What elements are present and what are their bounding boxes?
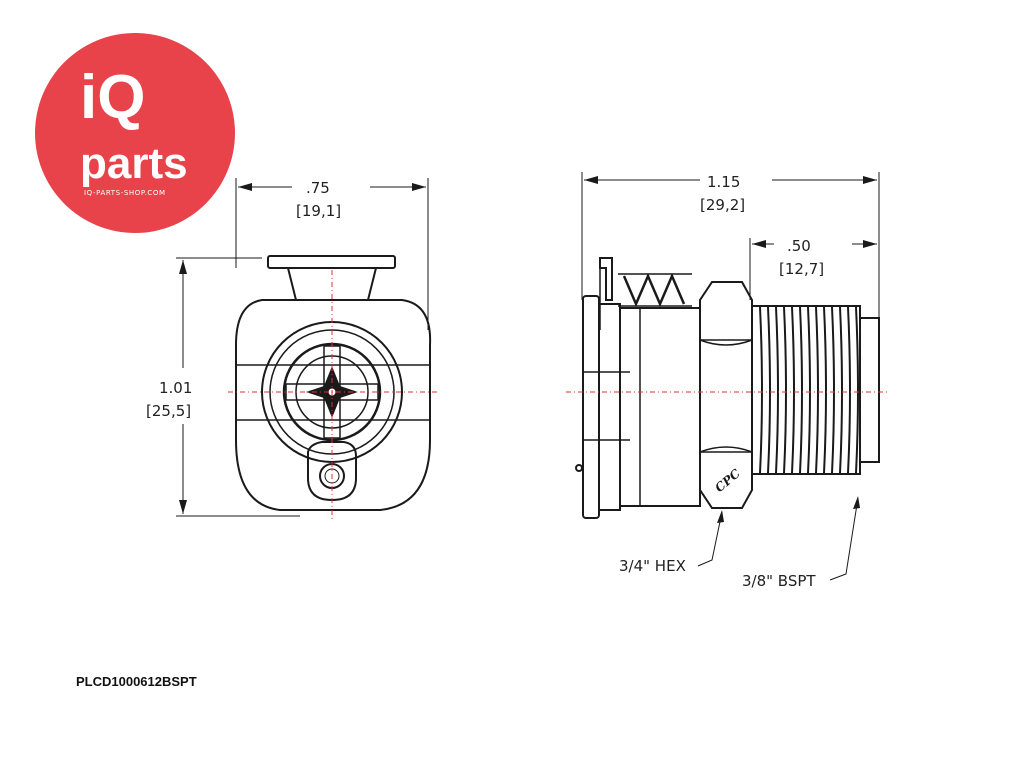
hex-leader-line [697,511,723,567]
front-width-mm: [19,1] [296,202,341,220]
front-width-arrow-left [238,183,252,191]
thread-label: 3/8" BSPT [742,572,816,590]
side-leaders [697,497,859,581]
front-latch-arms [287,267,377,301]
side-body [619,307,701,507]
front-bottom-lug [307,441,357,502]
front-height-inch: 1.01 [159,379,192,397]
logo-parts-text: parts [80,139,188,188]
side-collar [599,303,621,511]
iq-parts-logo: iQ parts IQ-PARTS-SHOP.COM [35,33,235,233]
side-length-arrow-left [584,176,598,184]
side-hex-nut [699,281,753,509]
part-number: PLCD1000612BSPT [76,674,197,689]
side-thread-len-mm: [12,7] [779,260,824,278]
bspt-leader-arrow [853,496,860,509]
side-thread-nose [859,317,880,463]
side-view [575,172,880,519]
side-length-arrow-right [863,176,877,184]
front-latch-tab [267,255,396,269]
side-thread-arrow-left [752,240,766,248]
side-length-inch: 1.15 [707,173,740,191]
side-latch-clip [599,257,613,301]
side-plate-pin [575,464,583,472]
front-height-mm: [25,5] [146,402,191,420]
hex-label: 3/4" HEX [619,557,686,575]
side-spring-coil [622,272,686,308]
front-width-arrow-right [412,183,426,191]
side-front-plate [582,295,600,519]
front-centerlines [228,270,440,520]
side-brand-mark: CPC [712,466,743,495]
side-thread-len-inch: .50 [787,237,811,255]
logo-circle [35,33,235,233]
front-height-arrow-bottom [179,500,187,514]
bspt-leader-line [829,497,859,581]
front-view [176,178,432,517]
side-length-mm: [29,2] [700,196,745,214]
side-hex-chamfers [699,339,753,453]
logo-url-text: IQ-PARTS-SHOP.COM [84,189,166,197]
side-thread-arrow-right [863,240,877,248]
hex-leader-arrow [717,510,724,523]
side-spring-housing [618,273,692,307]
front-width-inch: .75 [306,179,330,197]
logo-iq-text: iQ [80,63,145,132]
front-height-arrow-top [179,260,187,274]
side-thread-lines [759,306,859,474]
front-body-outline [235,299,432,511]
